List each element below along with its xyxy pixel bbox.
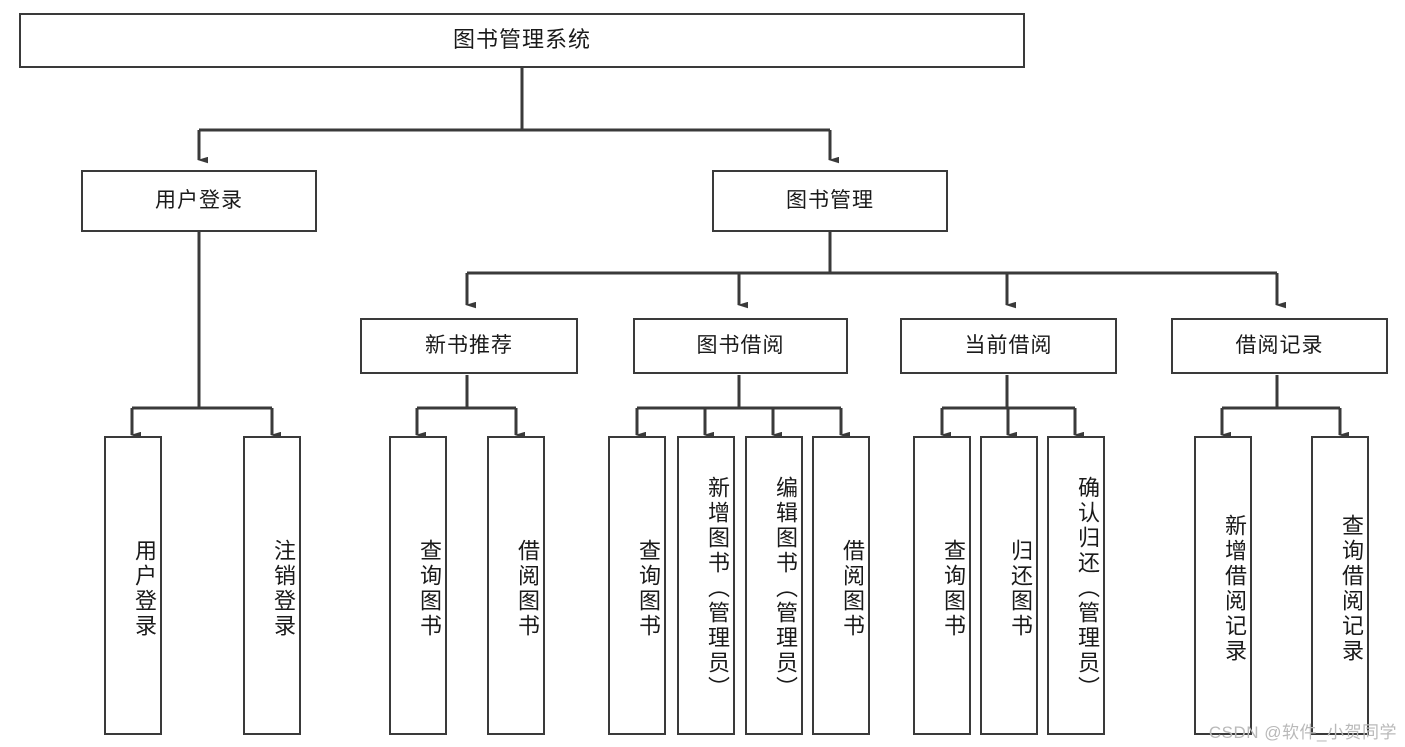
node-label: 借阅记录 [1235, 334, 1324, 358]
node-label: 当前借阅 [964, 334, 1053, 358]
node-book-management[interactable]: 图书管理 [712, 170, 948, 232]
leaf-book-borrow-query[interactable]: 查询图书 [608, 436, 666, 735]
node-label: 查询图书 [636, 538, 661, 639]
watermark-text: CSDN @软件_小贺同学 [1208, 723, 1397, 742]
node-label: 查询图书 [417, 538, 442, 639]
node-label: 确认归还（管理员） [1075, 476, 1100, 701]
leaf-book-borrow-lend[interactable]: 借阅图书 [812, 436, 870, 735]
node-label: 图书管理系统 [452, 27, 591, 53]
node-book-borrow[interactable]: 图书借阅 [633, 318, 848, 374]
leaf-book-borrow-edit[interactable]: 编辑图书（管理员） [745, 436, 803, 735]
node-user-login[interactable]: 用户登录 [81, 170, 317, 232]
node-label: 用户登录 [155, 189, 243, 213]
node-label: 查询图书 [941, 538, 966, 639]
leaf-current-borrow-confirm-return[interactable]: 确认归还（管理员） [1047, 436, 1105, 735]
leaf-user-login-logout[interactable]: 注销登录 [243, 436, 301, 735]
node-label: 借阅图书 [515, 538, 540, 639]
node-borrow-record[interactable]: 借阅记录 [1171, 318, 1388, 374]
leaf-borrow-record-query[interactable]: 查询借阅记录 [1311, 436, 1369, 735]
node-label: 借阅图书 [840, 538, 865, 639]
node-label: 新书推荐 [425, 334, 513, 358]
node-root-system[interactable]: 图书管理系统 [19, 13, 1025, 68]
node-label: 用户登录 [132, 538, 157, 639]
leaf-user-login-login[interactable]: 用户登录 [104, 436, 162, 735]
node-label: 图书管理 [786, 189, 874, 213]
node-label: 新增图书（管理员） [705, 476, 730, 701]
leaf-borrow-record-add[interactable]: 新增借阅记录 [1194, 436, 1252, 735]
leaf-current-borrow-return[interactable]: 归还图书 [980, 436, 1038, 735]
node-label: 查询借阅记录 [1339, 513, 1364, 664]
node-new-book-recommend[interactable]: 新书推荐 [360, 318, 578, 374]
node-label: 归还图书 [1008, 538, 1033, 639]
node-label: 注销登录 [271, 538, 296, 639]
node-label: 新增借阅记录 [1222, 513, 1247, 664]
node-current-borrow[interactable]: 当前借阅 [900, 318, 1117, 374]
node-label: 编辑图书（管理员） [773, 476, 798, 701]
leaf-book-borrow-add[interactable]: 新增图书（管理员） [677, 436, 735, 735]
leaf-new-book-borrow[interactable]: 借阅图书 [487, 436, 545, 735]
leaf-current-borrow-query[interactable]: 查询图书 [913, 436, 971, 735]
leaf-new-book-query[interactable]: 查询图书 [389, 436, 447, 735]
node-label: 图书借阅 [696, 334, 785, 358]
